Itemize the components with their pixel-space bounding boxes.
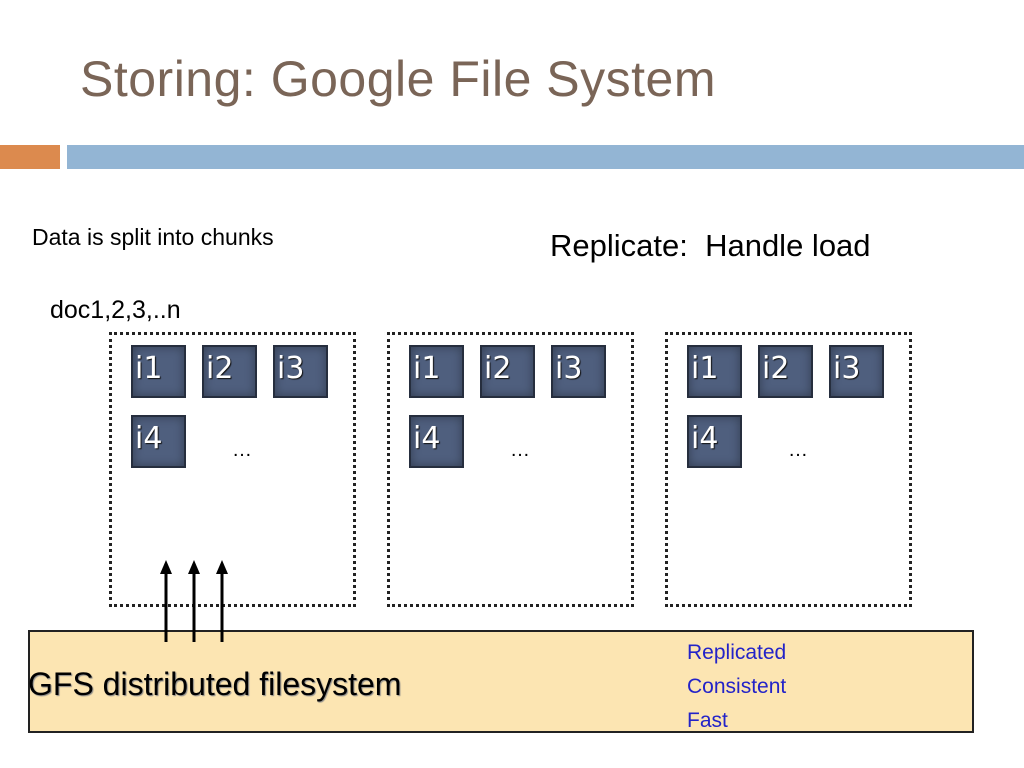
chunk-block: i3	[273, 345, 328, 398]
property-replicated: Replicated	[687, 641, 787, 664]
chunk-block: i3	[829, 345, 884, 398]
title-accent-bar-orange	[0, 145, 60, 169]
chunk-block: i1	[131, 345, 186, 398]
chunk-block: i1	[409, 345, 464, 398]
chunk-label: i3	[277, 351, 305, 386]
title-accent-bar-blue	[67, 145, 1024, 169]
chunk-block: i2	[202, 345, 257, 398]
property-consistent: Consistent	[687, 675, 787, 698]
chunk-label: i1	[135, 351, 163, 386]
chunk-label: i3	[555, 351, 583, 386]
chunk-block: i4	[131, 415, 186, 468]
gfs-label: GFS distributed filesystem	[28, 666, 402, 702]
chunk-block: i4	[409, 415, 464, 468]
chunk-block: i3	[551, 345, 606, 398]
arrow-up-icon	[160, 560, 172, 642]
chunk-ellipsis: …	[232, 439, 252, 461]
chunk-label: i2	[484, 351, 512, 386]
chunk-ellipsis: …	[510, 439, 530, 461]
property-fast: Fast	[687, 709, 728, 732]
chunk-ellipsis: …	[788, 439, 808, 461]
doc-label: doc1,2,3,..n	[50, 296, 181, 324]
server-box-1	[109, 332, 356, 607]
chunk-label: i4	[691, 421, 719, 456]
chunk-label: i1	[691, 351, 719, 386]
chunk-block: i2	[758, 345, 813, 398]
chunk-block: i2	[480, 345, 535, 398]
server-box-2	[387, 332, 634, 607]
chunk-block: i4	[687, 415, 742, 468]
caption-split-chunks: Data is split into chunks	[32, 224, 274, 250]
chunk-label: i4	[413, 421, 441, 456]
chunk-label: i2	[206, 351, 234, 386]
chunk-label: i4	[135, 421, 163, 456]
gfs-filesystem-box	[28, 630, 974, 733]
arrow-up-icon	[188, 560, 200, 642]
upload-arrows	[160, 560, 228, 642]
slide-title: Storing: Google File System	[80, 51, 716, 107]
chunk-label: i2	[762, 351, 790, 386]
server-box-3	[665, 332, 912, 607]
chunk-label: i3	[833, 351, 861, 386]
arrow-up-icon	[216, 560, 228, 642]
caption-replicate: Replicate: Handle load	[550, 228, 871, 263]
chunk-block: i1	[687, 345, 742, 398]
chunk-label: i1	[413, 351, 441, 386]
